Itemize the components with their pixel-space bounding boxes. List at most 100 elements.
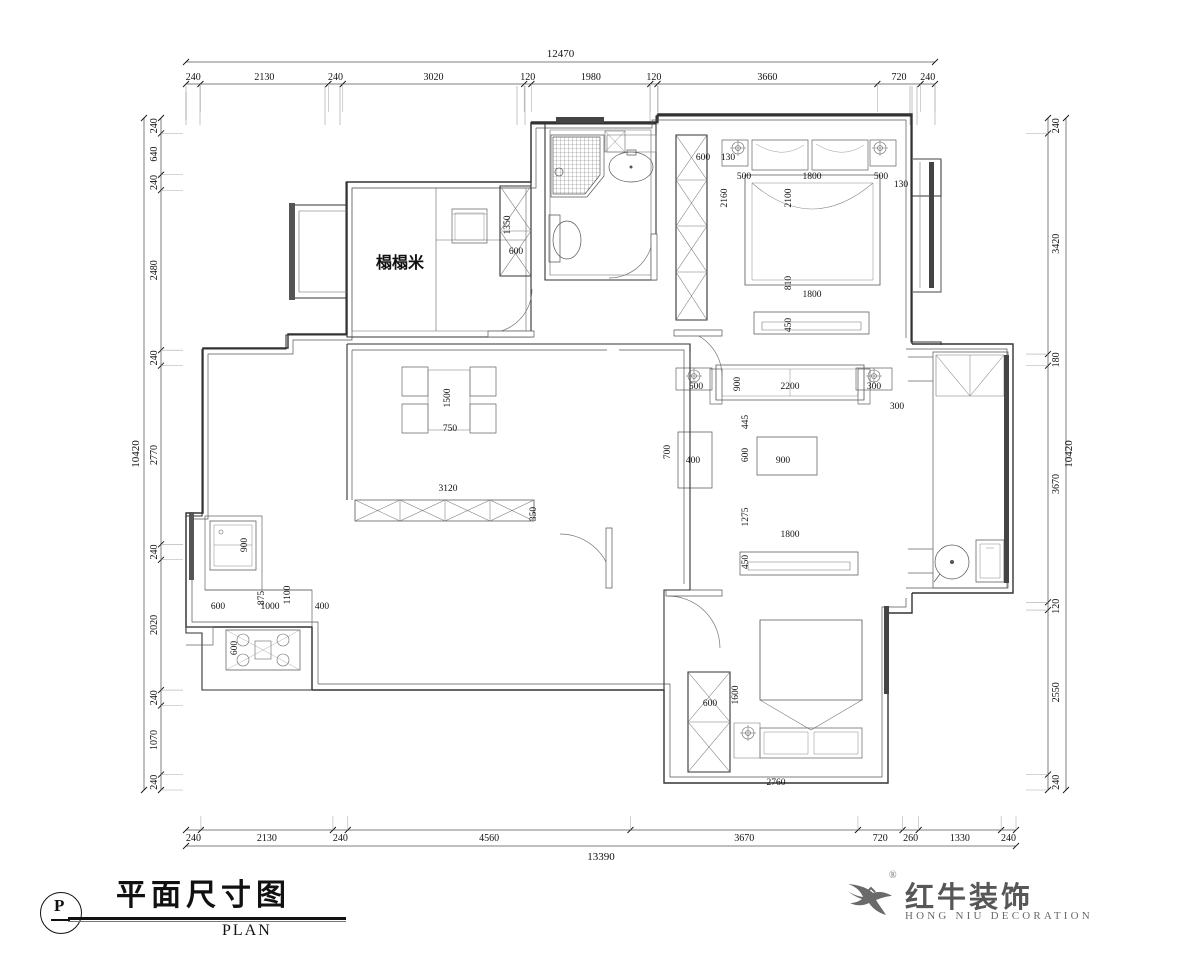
top-dim-8: 720 xyxy=(891,72,906,83)
interior-dim-kitchen-sink-run: 600 xyxy=(211,602,226,612)
dimension-line xyxy=(140,114,148,122)
right-dim-3: 3670 xyxy=(1051,474,1062,494)
interior-dim-shoe-cabinet-depth: 350 xyxy=(529,507,539,522)
right-dim-0: 240 xyxy=(1051,118,1062,133)
interior-dim-master-wardrobe-depth: 2160 xyxy=(720,188,730,207)
dimension-line xyxy=(182,58,190,66)
interior-dim-master-nightstand-right: 500 xyxy=(874,172,889,182)
interior-dim-living-aisle: 300 xyxy=(890,402,905,412)
room-label-tatami-room: 榻榻米 xyxy=(376,253,425,272)
left-dim-10: 240 xyxy=(149,775,160,790)
dimension-line xyxy=(1044,114,1052,122)
top-dim-1: 2130 xyxy=(254,72,274,83)
top-dim-3: 3020 xyxy=(423,72,443,83)
right-dim-4: 120 xyxy=(1051,599,1062,614)
interior-dim-dining-table-width: 750 xyxy=(443,424,458,434)
interior-dim-living-tv-cabinet-depth: 450 xyxy=(741,555,751,570)
bottom-dim-8: 240 xyxy=(1001,833,1016,844)
interior-dim-shoe-cabinet-length: 3120 xyxy=(439,484,458,494)
left-dim-1: 640 xyxy=(149,147,160,162)
bottom-dim-2: 240 xyxy=(333,833,348,844)
registered-trademark-icon: ® xyxy=(889,870,897,881)
title-block: P 平面尺寸图 PLAN xyxy=(40,876,460,946)
left-dim-4: 240 xyxy=(149,350,160,365)
dimension-line xyxy=(931,58,939,66)
interior-dim-kitchen-sink-depth: 900 xyxy=(240,538,250,553)
dimension-line xyxy=(140,786,148,794)
interior-dim-side-table-width: 400 xyxy=(686,456,701,466)
top-dim-9: 240 xyxy=(920,72,935,83)
dimension-line xyxy=(1012,842,1020,850)
dimension-line xyxy=(157,114,165,122)
top-dim-0: 240 xyxy=(186,72,201,83)
interior-dim-kitchen-hob-width: 600 xyxy=(230,641,240,656)
interior-dim-master-wardrobe-width: 600 xyxy=(696,153,711,163)
page-title: 平面尺寸图 xyxy=(116,878,291,913)
left-total-dim: 10420 xyxy=(130,440,142,468)
interior-dim-kitchen-counter-run: 1000 xyxy=(261,602,280,612)
bottom-dim-1: 2130 xyxy=(257,833,277,844)
interior-dim-kitchen-worktop-depth: 875 xyxy=(257,591,267,606)
page-title-en: PLAN xyxy=(222,922,272,939)
top-dim-2: 240 xyxy=(328,72,343,83)
left-dim-5: 2770 xyxy=(149,445,160,465)
bottom-dim-0: 240 xyxy=(186,833,201,844)
top-dim-5: 1980 xyxy=(581,72,601,83)
interior-dim-tv-viewing-distance: 1275 xyxy=(741,507,751,526)
title-underline-thin xyxy=(68,921,346,922)
bottom-dim-4: 3670 xyxy=(734,833,754,844)
interior-dim-coffee-table-depth: 600 xyxy=(741,448,751,463)
interior-dim-master-wardrobe-gap: 130 xyxy=(721,153,736,163)
left-dim-8: 240 xyxy=(149,690,160,705)
interior-dim-dining-table-length: 1500 xyxy=(443,388,453,407)
interior-dim-master-window-gap: 130 xyxy=(894,180,909,190)
drawing-mark-dash xyxy=(51,919,70,921)
dimension-line xyxy=(182,826,190,834)
dimension-line xyxy=(1062,786,1070,794)
interior-dim-master-bed-to-wall: 810 xyxy=(784,276,794,291)
drawing-mark-letter: P xyxy=(54,896,65,915)
interior-dim-living-sofa-width: 2200 xyxy=(781,382,800,392)
interior-dim-coffee-table-clear: 445 xyxy=(741,415,751,430)
left-dim-2: 240 xyxy=(149,175,160,190)
top-dim-6: 120 xyxy=(646,72,661,83)
bull-head-icon xyxy=(848,884,892,915)
left-dim-0: 240 xyxy=(149,118,160,133)
left-dim-6: 240 xyxy=(149,545,160,560)
logo-brand-en: HONG NIU DECORATION xyxy=(905,910,1093,922)
top-total-dim: 12470 xyxy=(547,48,575,60)
interior-dim-side-table-depth: 700 xyxy=(663,445,673,460)
interior-dim-living-tv-cabinet-width: 1800 xyxy=(781,530,800,540)
interior-dim-master-tv-cabinet-width: 1800 xyxy=(803,290,822,300)
interior-dim-bedroom2-overall-width: 2760 xyxy=(767,778,786,788)
right-dim-5: 2550 xyxy=(1051,682,1062,702)
interior-dim-master-bed-width: 1800 xyxy=(803,172,822,182)
bottom-dim-7: 1330 xyxy=(950,833,970,844)
interior-dim-master-nightstand-left: 500 xyxy=(737,172,752,182)
right-dim-1: 3420 xyxy=(1051,234,1062,254)
right-dim-6: 240 xyxy=(1051,775,1062,790)
logo-brand-cn: 红牛装饰 xyxy=(905,880,1034,914)
interior-dim-master-bed-length: 2100 xyxy=(784,188,794,207)
right-total-dim: 10420 xyxy=(1063,440,1075,468)
interior-dim-living-sconce-right: 300 xyxy=(867,382,882,392)
bottom-dim-5: 720 xyxy=(873,833,888,844)
top-dim-7: 3660 xyxy=(757,72,777,83)
bottom-dim-3: 4560 xyxy=(479,833,499,844)
interior-dim-tatami-wardrobe-depth: 1350 xyxy=(503,215,513,234)
title-underline xyxy=(68,917,346,920)
dimension-line xyxy=(182,80,190,88)
interior-dim-coffee-table-width: 900 xyxy=(776,456,791,466)
interior-dim-bedroom2-bed-length: 1600 xyxy=(731,685,741,704)
bottom-dim-6: 260 xyxy=(903,833,918,844)
left-dim-7: 2020 xyxy=(149,615,160,635)
interior-dim-tatami-wardrobe-width: 600 xyxy=(509,247,524,257)
bottom-total-dim: 13390 xyxy=(587,851,615,863)
interior-dim-bedroom2-wardrobe-width: 600 xyxy=(703,699,718,709)
drawing-mark-circle: P xyxy=(40,892,82,934)
interior-dim-kitchen-upper-height: 1100 xyxy=(283,585,293,604)
dimension-line xyxy=(1062,114,1070,122)
interior-dim-living-sconce-left: 500 xyxy=(689,382,704,392)
